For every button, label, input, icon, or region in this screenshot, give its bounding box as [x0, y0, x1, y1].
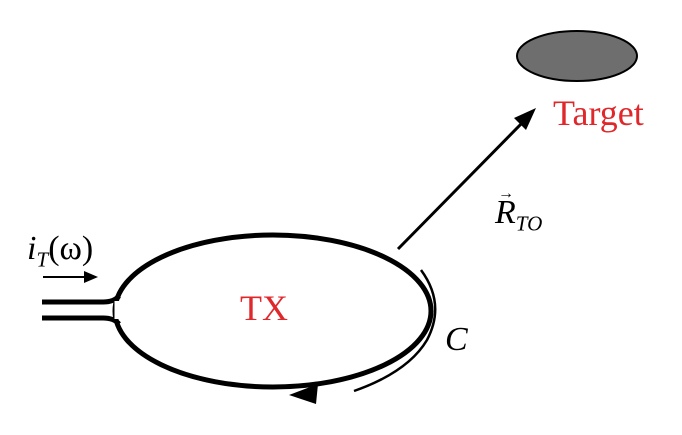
vector-overarrow: → — [498, 185, 514, 202]
current-arrow-head — [84, 271, 98, 283]
vector-symbol: → R — [495, 186, 516, 231]
contour-arc — [353, 269, 437, 393]
current-argument: (ω) — [48, 230, 94, 267]
vector-letter: R — [495, 194, 516, 231]
vector-subscript: TO — [515, 211, 543, 236]
feed-line-bottom — [42, 315, 121, 326]
contour-arrow-head — [289, 384, 318, 404]
feed-line-top — [42, 294, 121, 305]
current-subscript: T — [36, 247, 49, 272]
vector-label: → R TO — [495, 186, 543, 236]
vector-arrow-shaft — [396, 120, 525, 251]
contour-label: C — [445, 321, 468, 358]
target-shape — [516, 30, 638, 82]
vector-arrow-head — [514, 108, 536, 130]
current-label: iT(ω) — [27, 232, 93, 270]
current-symbol: i — [27, 230, 37, 267]
tx-label: TX — [240, 288, 288, 328]
target-label: Target — [553, 93, 644, 133]
